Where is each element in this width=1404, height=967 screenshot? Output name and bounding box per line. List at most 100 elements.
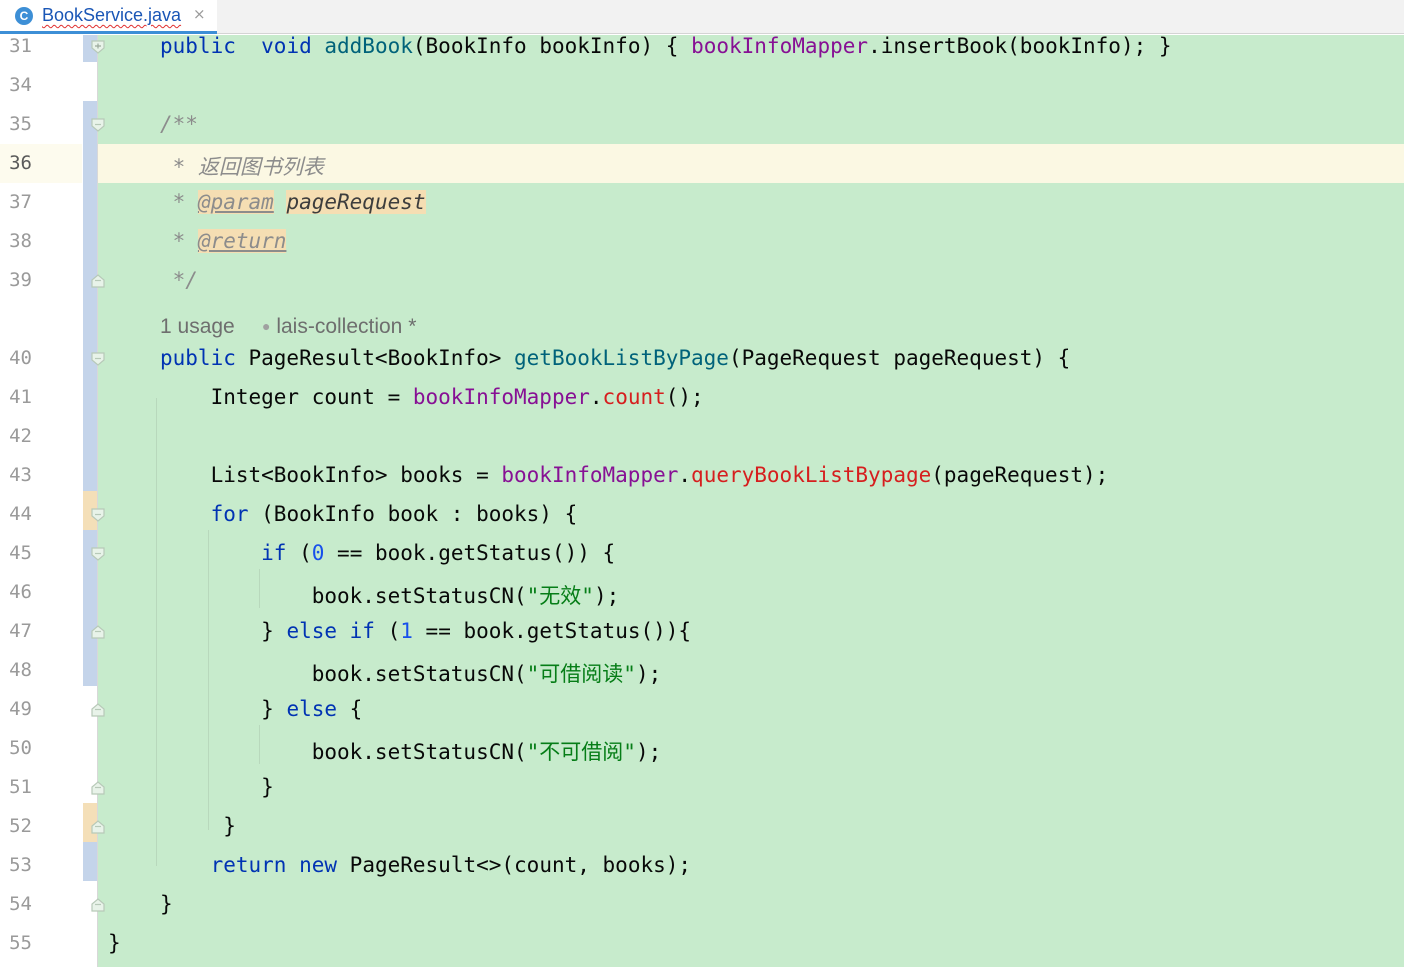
fold-collapse-icon[interactable] bbox=[90, 546, 106, 562]
code-text[interactable]: } else if (1 == book.getStatus()){ bbox=[160, 619, 691, 643]
line-number[interactable]: 55 bbox=[9, 932, 32, 954]
line-number[interactable]: 35 bbox=[9, 113, 32, 135]
code-text[interactable]: book.setStatusCN("无效"); bbox=[160, 580, 620, 610]
code-line-46[interactable]: 46 book.setStatusCN("无效"); bbox=[0, 573, 1404, 612]
code-line-54[interactable]: 54} bbox=[0, 885, 1404, 924]
line-number[interactable]: 54 bbox=[9, 893, 32, 915]
code-text[interactable]: */ bbox=[160, 268, 198, 292]
line-number[interactable]: 46 bbox=[9, 581, 32, 603]
line-number[interactable]: 49 bbox=[9, 698, 32, 720]
usages-link[interactable]: 1 usage bbox=[160, 315, 235, 338]
code-line-52[interactable]: 52 } bbox=[0, 807, 1404, 846]
fold-collapse-icon[interactable] bbox=[90, 819, 106, 835]
line-number[interactable]: 51 bbox=[9, 776, 32, 798]
fold-collapse-icon[interactable] bbox=[90, 624, 106, 640]
line-number[interactable]: 36 bbox=[9, 152, 32, 174]
code-text[interactable]: } bbox=[160, 775, 274, 799]
code-line-34[interactable]: 34 bbox=[0, 66, 1404, 105]
line-number[interactable]: 34 bbox=[9, 74, 32, 96]
line-number[interactable]: 47 bbox=[9, 620, 32, 642]
line-number[interactable]: 39 bbox=[9, 269, 32, 291]
code-text[interactable]: /** bbox=[160, 112, 198, 136]
code-text[interactable]: * @param pageRequest bbox=[160, 190, 426, 214]
line-number[interactable]: 31 bbox=[9, 35, 32, 57]
code-editor[interactable]: 31 public void addBook(BookInfo bookInfo)… bbox=[0, 34, 1404, 967]
fold-collapse-icon[interactable] bbox=[90, 702, 106, 718]
code-line-44[interactable]: 44 for (BookInfo book : books) { bbox=[0, 495, 1404, 534]
code-token: book.setStatusCN( bbox=[160, 584, 527, 608]
code-line-49[interactable]: 49 } else { bbox=[0, 690, 1404, 729]
code-token: ); bbox=[593, 584, 620, 608]
code-line-42[interactable]: 42 bbox=[0, 417, 1404, 456]
fold-collapse-icon[interactable] bbox=[90, 273, 106, 289]
fold-collapse-icon[interactable] bbox=[90, 351, 106, 367]
code-line-37[interactable]: 37 * @param pageRequest bbox=[0, 183, 1404, 222]
line-number[interactable]: 41 bbox=[9, 386, 32, 408]
close-tab-icon[interactable]: × bbox=[193, 5, 206, 23]
author-hint[interactable]: ● lais-collection * bbox=[262, 315, 416, 339]
code-line-55[interactable]: 55} bbox=[0, 924, 1404, 963]
code-text[interactable]: public void addBook(BookInfo bookInfo) {… bbox=[160, 34, 1172, 58]
code-text[interactable]: } bbox=[160, 814, 236, 838]
line-number[interactable]: 37 bbox=[9, 191, 32, 213]
fold-collapse-icon[interactable] bbox=[90, 897, 106, 913]
fold-collapse-icon[interactable] bbox=[90, 117, 106, 133]
vcs-change-marker[interactable] bbox=[83, 842, 97, 881]
vcs-change-marker[interactable] bbox=[83, 491, 97, 530]
code-text[interactable]: * @return bbox=[160, 229, 287, 253]
code-token: void bbox=[261, 34, 312, 58]
code-line-50[interactable]: 50 book.setStatusCN("不可借阅"); bbox=[0, 729, 1404, 768]
code-token bbox=[236, 34, 261, 58]
line-number[interactable]: 52 bbox=[9, 815, 32, 837]
user-icon: ● bbox=[262, 318, 271, 334]
code-line-45[interactable]: 45 if (0 == book.getStatus()) { bbox=[0, 534, 1404, 573]
code-text[interactable]: } bbox=[108, 931, 121, 955]
fold-collapse-icon[interactable] bbox=[90, 780, 106, 796]
code-text[interactable]: } bbox=[160, 892, 173, 916]
vcs-change-marker[interactable] bbox=[83, 530, 97, 686]
code-text[interactable]: book.setStatusCN("不可借阅"); bbox=[160, 736, 662, 766]
line-number[interactable]: 38 bbox=[9, 230, 32, 252]
code-line-48[interactable]: 48 book.setStatusCN("可借阅读"); bbox=[0, 651, 1404, 690]
file-tab-label[interactable]: BookService.java bbox=[42, 5, 182, 25]
code-token: "无效" bbox=[526, 584, 594, 608]
fold-expand-icon[interactable] bbox=[90, 39, 106, 55]
code-line-40[interactable]: 40 public PageResult<BookInfo> getBookLis… bbox=[0, 339, 1404, 378]
vcs-change-marker[interactable] bbox=[83, 101, 97, 491]
line-number[interactable]: 50 bbox=[9, 737, 32, 759]
line-number[interactable]: 43 bbox=[9, 464, 32, 486]
code-line-53[interactable]: 53 return new PageResult<>(count, books)… bbox=[0, 846, 1404, 885]
code-token: (BookInfo bookInfo) bbox=[412, 34, 666, 58]
code-line-47[interactable]: 47 } else if (1 == book.getStatus()){ bbox=[0, 612, 1404, 651]
line-number[interactable]: 42 bbox=[9, 425, 32, 447]
code-token: @return bbox=[197, 229, 287, 253]
file-tab-bookservice[interactable]: C BookService.java × bbox=[0, 0, 217, 34]
code-line-41[interactable]: 41 Integer count = bookInfoMapper.count(… bbox=[0, 378, 1404, 417]
line-number[interactable]: 44 bbox=[9, 503, 32, 525]
code-text[interactable]: if (0 == book.getStatus()) { bbox=[160, 541, 615, 565]
code-text[interactable]: return new PageResult<>(count, books); bbox=[160, 853, 691, 877]
code-text[interactable]: } else { bbox=[160, 697, 362, 721]
code-text[interactable]: * 返回图书列表 bbox=[160, 151, 324, 181]
code-line-38[interactable]: 38 * @return bbox=[0, 222, 1404, 261]
code-line-35[interactable]: 35 /** bbox=[0, 105, 1404, 144]
line-number[interactable]: 53 bbox=[9, 854, 32, 876]
code-line-51[interactable]: 51 } bbox=[0, 768, 1404, 807]
code-line-39[interactable]: 39 */ bbox=[0, 261, 1404, 300]
code-line-36[interactable]: 36 * 返回图书列表 bbox=[0, 144, 1404, 183]
code-text[interactable]: public PageResult<BookInfo> getBookListB… bbox=[160, 346, 1070, 370]
code-token: addBook bbox=[311, 34, 413, 58]
code-text[interactable]: for (BookInfo book : books) { bbox=[160, 502, 578, 526]
code-text[interactable]: Integer count = bookInfoMapper.count(); bbox=[160, 385, 704, 409]
line-number[interactable]: 40 bbox=[9, 347, 32, 369]
fold-collapse-icon[interactable] bbox=[90, 507, 106, 523]
gutter-divider bbox=[97, 35, 98, 967]
code-text[interactable]: List<BookInfo> books = bookInfoMapper.qu… bbox=[160, 463, 1109, 487]
code-vision-hint: 1 usage ● lais-collection * bbox=[0, 308, 1404, 347]
line-number[interactable]: 48 bbox=[9, 659, 32, 681]
code-token: 1 bbox=[400, 619, 413, 643]
code-line-31[interactable]: 31 public void addBook(BookInfo bookInfo)… bbox=[0, 27, 1404, 66]
line-number[interactable]: 45 bbox=[9, 542, 32, 564]
code-line-43[interactable]: 43 List<BookInfo> books = bookInfoMapper… bbox=[0, 456, 1404, 495]
code-text[interactable]: book.setStatusCN("可借阅读"); bbox=[160, 658, 662, 688]
